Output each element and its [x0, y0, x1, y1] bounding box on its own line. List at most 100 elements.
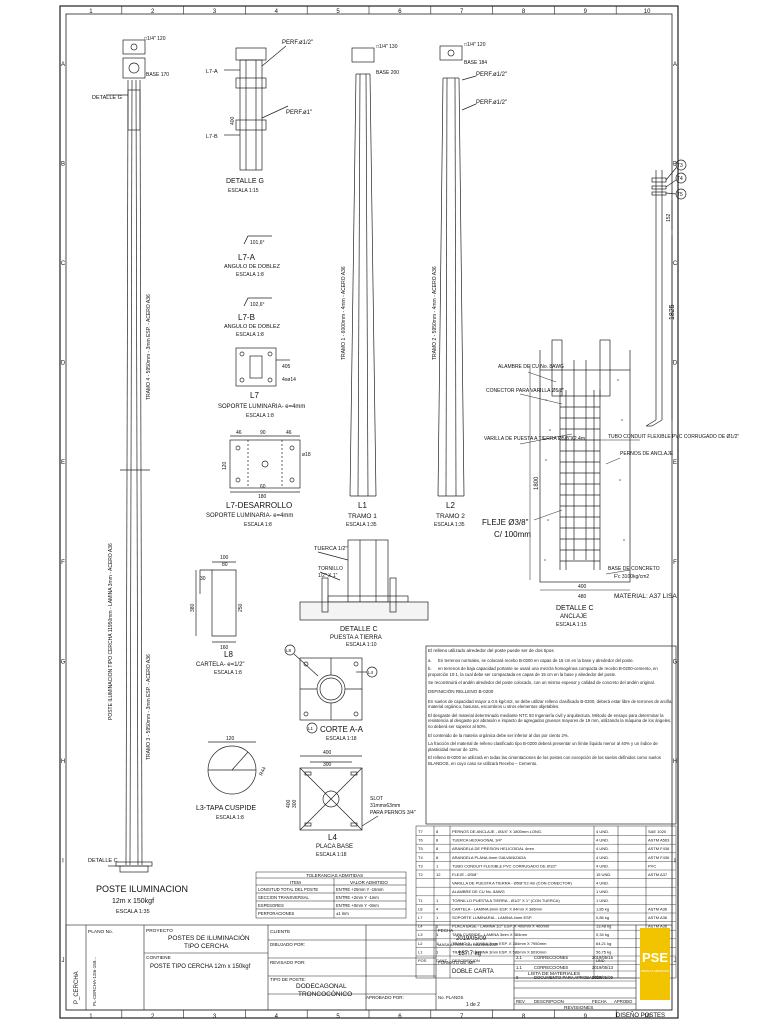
materials-cell: 0,86 kg — [596, 915, 609, 920]
l7a-sub: ANGULO DE DOBLEZ — [224, 264, 281, 270]
fleje-sub: C/ 100mm — [494, 530, 531, 539]
l8-dim-380: 380 — [190, 603, 196, 612]
tol-value: ±1 mm — [336, 911, 349, 916]
angle-101: 101,6° — [250, 240, 265, 246]
grid-row-H-left: H — [61, 759, 65, 765]
materials-cell: L2 — [418, 941, 423, 946]
materials-cell: ASTM A36 — [648, 924, 668, 929]
notes-def-title: DEFINICIÓN RELLENO B-0200 — [428, 688, 494, 694]
materials-cell: T3 — [418, 863, 423, 868]
materials-cell: 56,75 kg — [596, 949, 611, 954]
tol-item: PERFORACIONES — [258, 911, 295, 916]
detalle-c-concrete-dots — [544, 379, 625, 561]
tb-contiene-label: CONTIENE — [146, 955, 171, 961]
grid-row-H-right: H — [673, 759, 677, 765]
materials-cell: 4 UND. — [596, 846, 609, 851]
grid-row-D-right: D — [673, 361, 678, 367]
l2-vertical: TRAMO 2 - 5950mm - 4mm - ACERO A36 — [432, 266, 438, 360]
grid-row-C-right: C — [673, 261, 678, 267]
poste-sub: 12m x 150kgf — [112, 898, 154, 905]
l7d-dim-46b: 46 — [286, 430, 292, 436]
materials-cell: PLACA BASE - LAMINA 1/2" ESP. X 400mm X … — [452, 924, 550, 929]
materials-cell: T5 — [418, 846, 423, 851]
grid-col-7-top: 7 — [460, 9, 464, 15]
l7d-dim-180: 180 — [258, 494, 267, 500]
l7-sub: SOPORTE LUMINARIA- e=4mm — [218, 404, 305, 410]
materials-cell: DESCRIPCION — [452, 958, 480, 963]
materials-cell: ALAMBRE DE CU No. 8AWG — [452, 889, 505, 894]
l7b-scale: ESCALA 1:8 — [236, 332, 264, 338]
materials-cell: UND — [596, 958, 605, 963]
t4-tag: T4 — [677, 176, 683, 182]
rev-head-fecha: FECHA — [592, 999, 607, 1004]
detalle-c-leaders — [519, 364, 640, 591]
grid-row-F-left: F — [61, 560, 65, 566]
detalle-g-ref: DETALLE G — [92, 95, 122, 101]
base-concreto-label: BASE DE CONCRETO — [608, 566, 660, 572]
l7d-dim-60: 60 — [260, 484, 266, 490]
materials-cell: 1 — [436, 932, 439, 937]
grid-col-6-top: 6 — [398, 9, 402, 15]
grid-row-E-right: E — [673, 460, 677, 466]
grid-row-A-right: A — [673, 62, 677, 68]
grid-col-4-top: 4 — [275, 9, 279, 15]
grid-row-J-left: J — [62, 958, 65, 964]
inner-border — [65, 13, 673, 1011]
dim-400: 400 — [230, 116, 236, 125]
l2-perf: PERF.ø1/2" — [476, 72, 507, 78]
grid-col-1-top: 1 — [89, 9, 93, 15]
materials-cell: 1 — [436, 915, 439, 920]
materials-cell: ASTM A36 — [648, 915, 668, 920]
tol-item: ESPESORES — [258, 903, 284, 908]
corte-aa-drawing — [284, 644, 378, 734]
l8-dim-160: 160 — [220, 645, 229, 651]
tolerance-table — [255, 871, 407, 919]
l7d-sub: SOPORTE LUMINARIA- e=4mm — [206, 513, 293, 519]
poste-title: POSTE ILUMINACION — [96, 884, 188, 894]
tb-tipo-poste: DODECAGONAL — [296, 983, 347, 990]
poste-scale: ESCALA 1:35 — [116, 909, 150, 915]
grid-col-9-top: 9 — [584, 9, 588, 15]
tb-fecha: 2019/05/09 — [456, 936, 487, 942]
materials-cell: TUBO CONDUIT FLEXIBLE PVC CORRUGADO DE Ø… — [452, 863, 558, 868]
l8-dim-80: 80 — [222, 562, 228, 568]
materials-cell: 8 — [436, 846, 439, 851]
materials-cell: TRAMO 1 - LAMINA 3mm ESP. X 586mm X 6030… — [452, 949, 547, 954]
l8-scale: ESCALA 1:8 — [214, 670, 242, 676]
grid-row-G-right: G — [673, 659, 678, 665]
materials-cell: TUERCA HEXAGONAL 3/4" — [452, 838, 503, 843]
materials-cell: TAPA CUSPIDE - LAMINA 3mm X 384mm — [452, 932, 528, 937]
materials-cell: ASTM F436 — [648, 855, 670, 860]
notes-b-text: en terrenos de baja capacidad portante s… — [428, 666, 658, 677]
materials-cell: L8 — [418, 906, 423, 911]
slot-size: 31mmx63mm — [370, 803, 400, 809]
pse-logo: PSE PERALTA SERVICIOS — [640, 928, 670, 1000]
l7d-dim-hole: ø18 — [302, 452, 311, 458]
materials-cell: ASTM F436 — [648, 846, 670, 851]
l2-perf-2: PERF.ø1/2" — [476, 100, 507, 106]
grid-col-5-top: 5 — [336, 9, 340, 15]
dim-400-c: 400 — [578, 584, 587, 590]
materials-cell: L7 — [418, 915, 423, 920]
materials-cell: 15 UND. — [596, 872, 611, 877]
base-170: BASE 170 — [146, 72, 169, 78]
l7a-ref: L7-A — [206, 69, 218, 75]
materials-cell: 4 UND. — [596, 863, 609, 868]
materials-cell: SOPORTE LUMINARIA - LAMINA 4mm ESP. — [452, 915, 532, 920]
detalle-c-title: DETALLE C — [556, 605, 594, 612]
l1-ref-circle: L1 — [308, 726, 314, 731]
materials-footer: LISTA DE MATERIALES — [528, 971, 580, 977]
l7d-dim-46a: 46 — [236, 430, 242, 436]
tol-value: ENTRE +25mm Y -15mm — [336, 887, 384, 892]
materials-cell: PVC — [648, 863, 656, 868]
l1-scale: ESCALA 1:35 — [346, 522, 377, 528]
rev-date: 2019/05/13 — [592, 965, 614, 970]
materials-cell: 1 — [436, 924, 439, 929]
l8-sub: CARTELA- e=1/2" — [196, 662, 245, 668]
rev-num: 2.1 — [516, 955, 522, 960]
grid-col-10-bottom: 10 — [644, 1014, 651, 1020]
dim-1800: 1800 — [534, 476, 540, 490]
l4-dim-400a: 400 — [323, 750, 332, 756]
tramo3-label: TRAMO 3 - 5950mm - 3mm ESP. - ACERO A36 — [146, 654, 152, 760]
